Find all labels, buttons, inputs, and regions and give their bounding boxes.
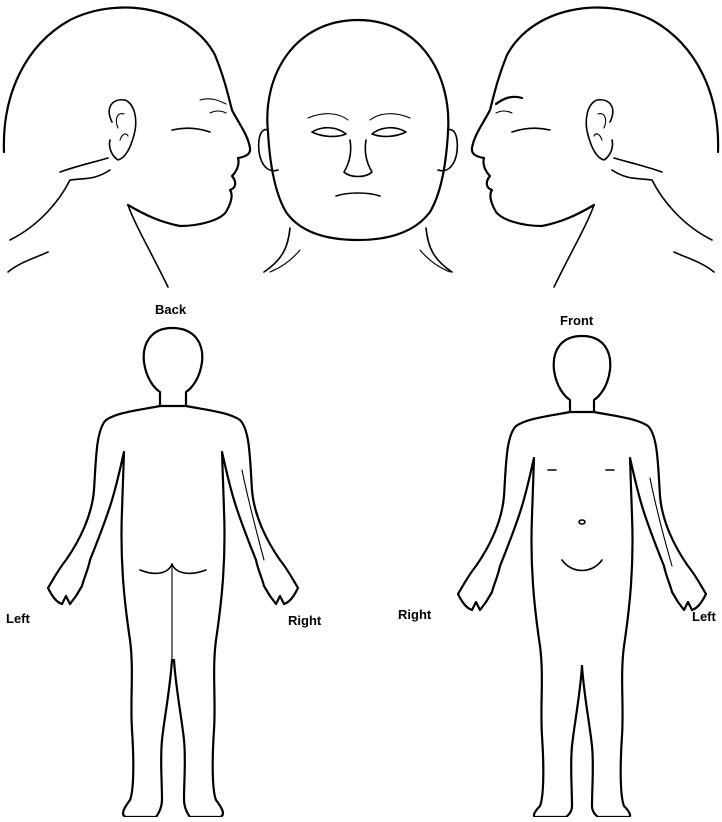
label-front: Front — [560, 314, 593, 327]
head-right-profile — [472, 8, 718, 287]
head-left-profile — [4, 8, 250, 287]
label-back-left: Left — [6, 612, 30, 625]
label-back-right: Right — [288, 614, 321, 627]
label-front-left: Left — [692, 610, 722, 623]
label-back: Back — [155, 303, 186, 316]
body-front — [458, 336, 706, 817]
label-front-right: Right — [398, 608, 431, 621]
head-front — [259, 20, 458, 272]
body-back — [48, 328, 298, 817]
